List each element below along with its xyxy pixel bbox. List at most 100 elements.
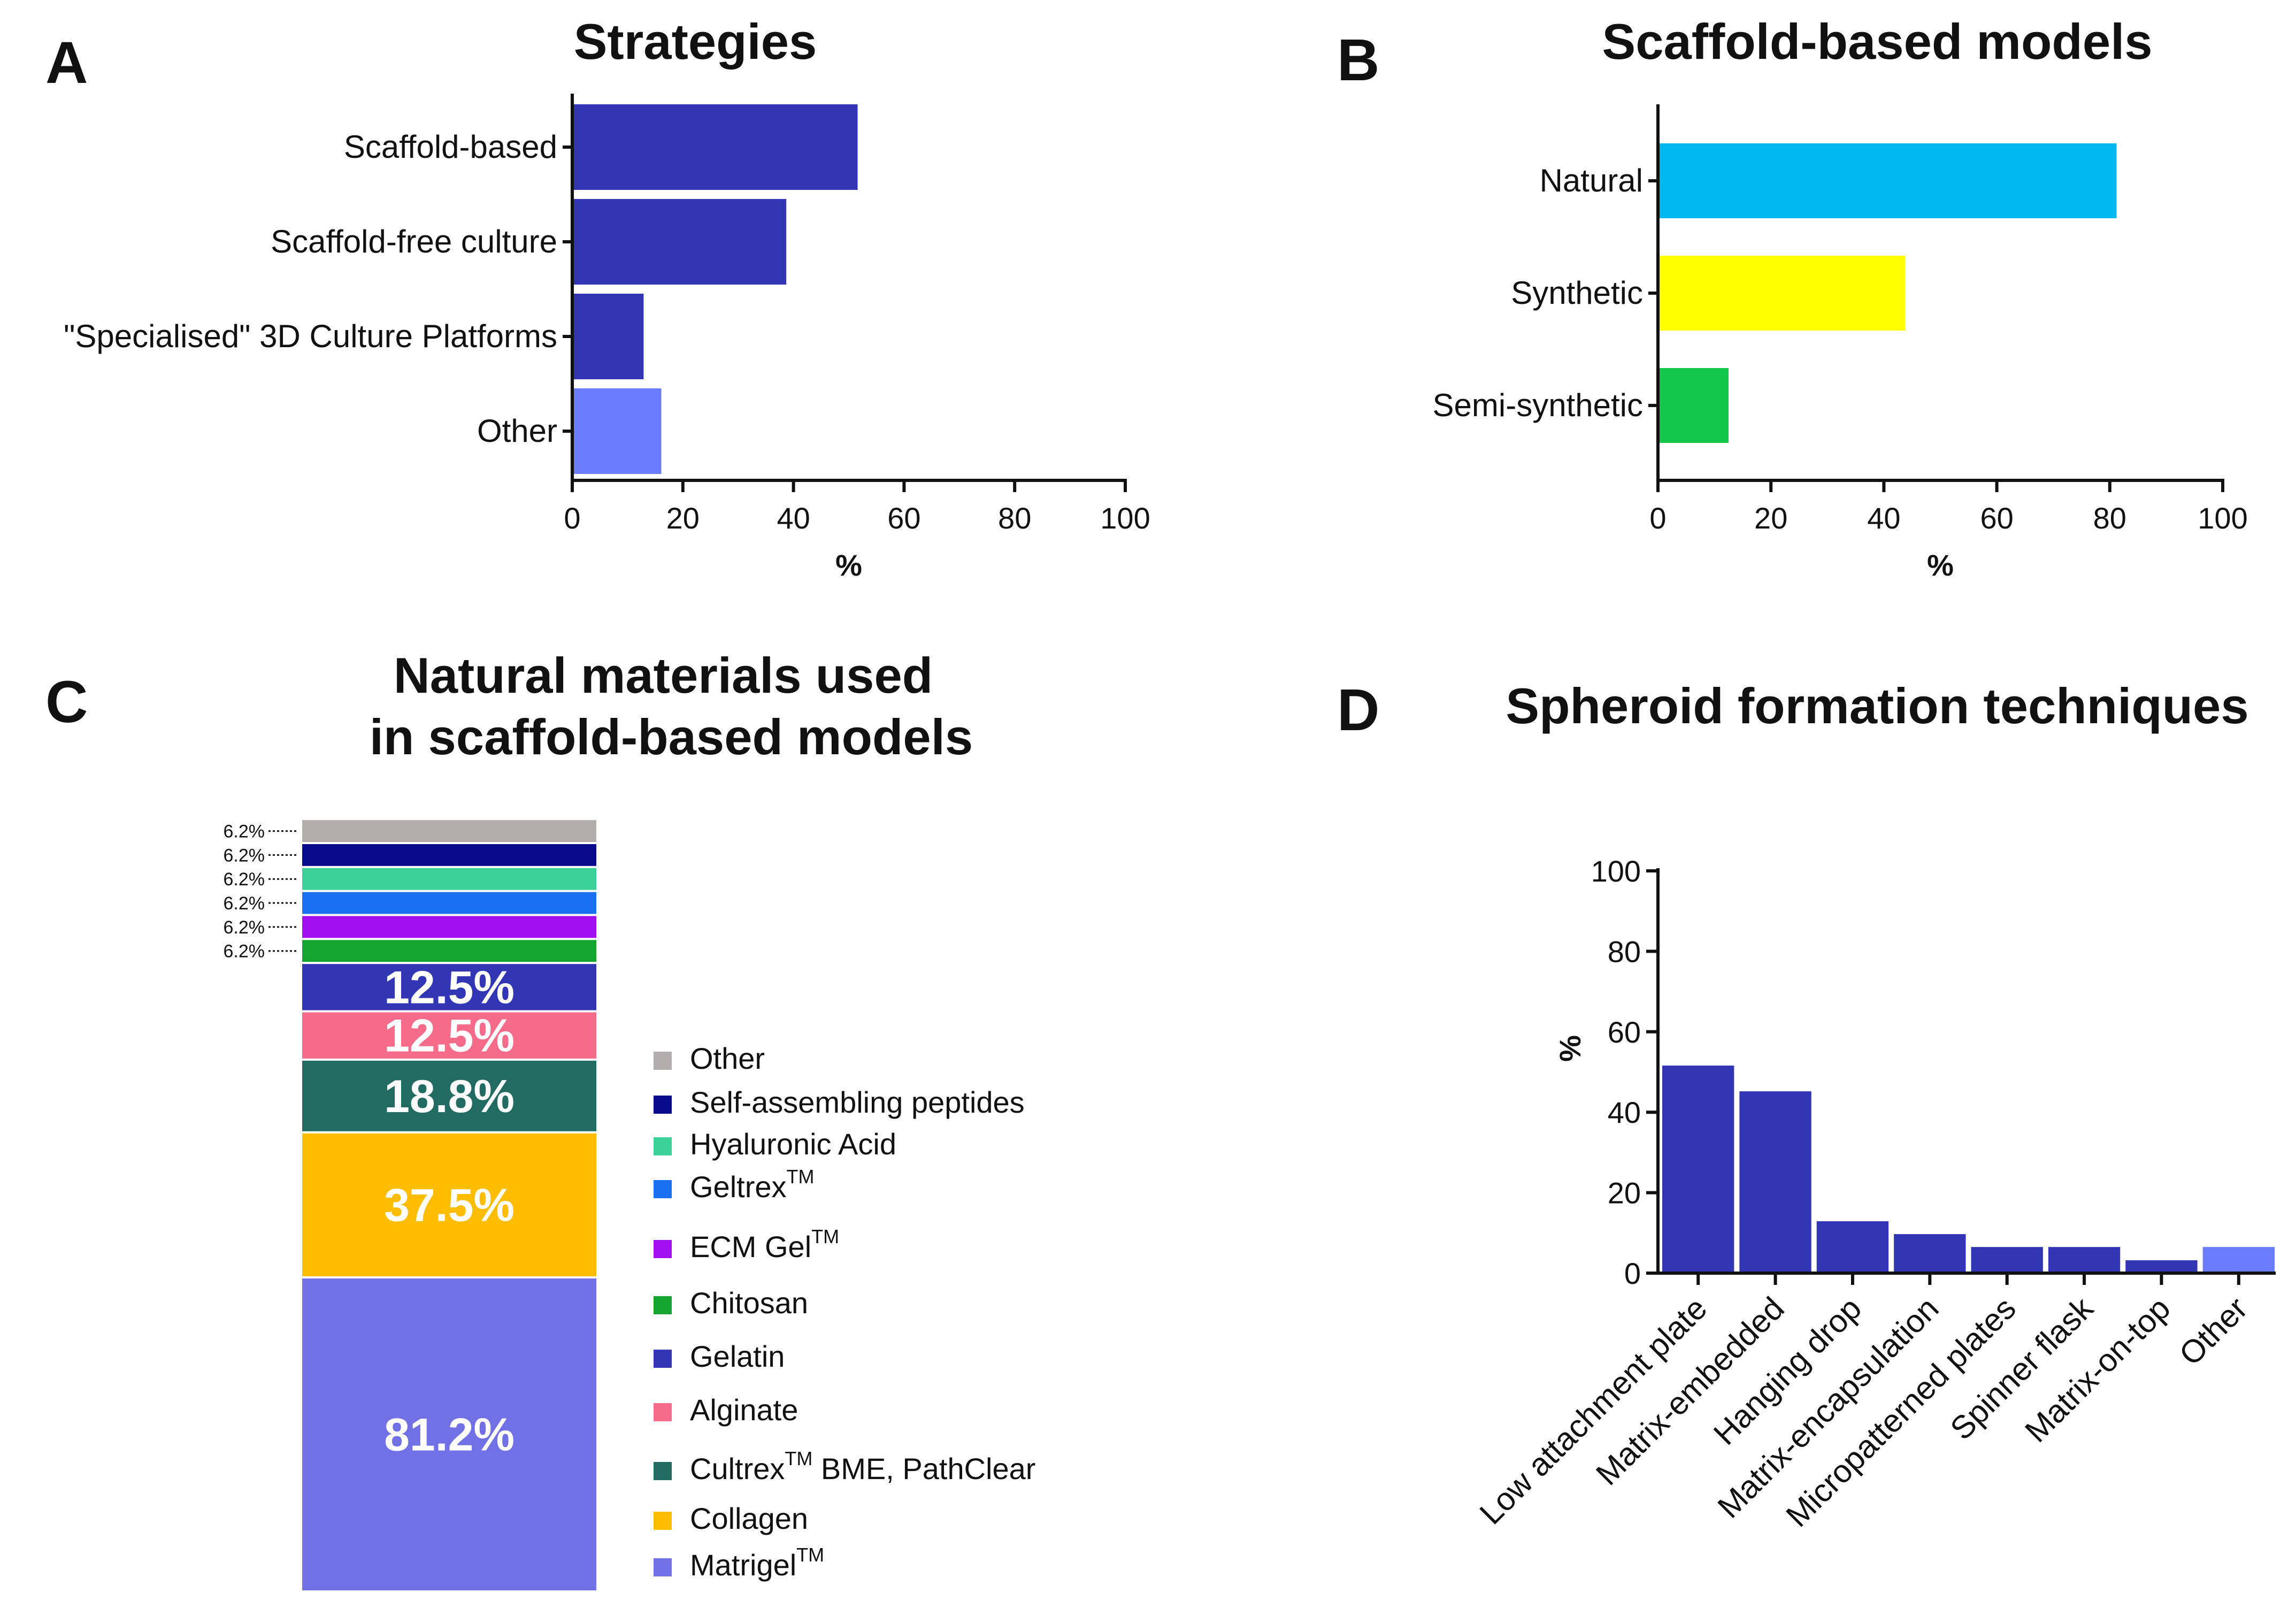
category-label: Natural (1540, 163, 1643, 198)
segment-value-label: 6.2% (224, 869, 265, 890)
legend-swatch (654, 1462, 672, 1480)
y-tick-label: 20 (1608, 1176, 1641, 1210)
segment-value-label: 18.8% (384, 1071, 515, 1122)
segment-4 (302, 1012, 596, 1059)
bar-3 (572, 294, 644, 379)
chart-title: Scaffold-based models (1602, 13, 2153, 70)
segment-value-label: 37.5% (384, 1180, 515, 1231)
legend-label: Other (690, 1042, 765, 1075)
x-tick-label: 80 (998, 501, 1031, 535)
bar-4 (572, 388, 662, 474)
chart-title: Strategies (574, 13, 817, 70)
category-label: Scaffold-based (344, 129, 557, 165)
category-label: Synthetic (1511, 275, 1643, 311)
segment-1 (302, 1278, 596, 1590)
segment-value-label: 81.2% (384, 1409, 515, 1460)
x-tick-label: 100 (2198, 501, 2247, 535)
category-label: "Specialised" 3D Culture Platforms (64, 318, 557, 354)
panel-letter-c: C (45, 669, 88, 735)
segment-value-label: 6.2% (224, 941, 265, 962)
legend-label: Hyaluronic Acid (690, 1127, 896, 1161)
legend-swatch (654, 1512, 672, 1530)
legend-label: ECM GelTM (690, 1226, 839, 1264)
x-tick-label: 40 (1867, 501, 1900, 535)
bar-2 (1658, 256, 1906, 331)
chart-title-line-2: in scaffold-based models (370, 709, 973, 765)
bar-3 (1816, 1221, 1889, 1273)
bar-1 (572, 104, 858, 190)
segment-value-label: 12.5% (384, 1010, 515, 1062)
segment-value-label: 6.2% (224, 822, 265, 842)
legend-label: Alginate (690, 1393, 798, 1427)
bar-2 (1739, 1091, 1811, 1273)
x-tick-label: 60 (1980, 501, 2013, 535)
segment-11 (302, 820, 596, 842)
bar-7 (2125, 1260, 2198, 1273)
x-tick-label: 0 (1649, 501, 1666, 535)
bar-3 (1658, 368, 1729, 443)
segment-value-label: 12.5% (384, 962, 515, 1013)
segment-value-label: 6.2% (224, 893, 265, 914)
segment-5 (302, 964, 596, 1010)
legend-swatch (654, 1052, 672, 1070)
segment-8 (302, 892, 596, 914)
y-tick-label: 60 (1608, 1015, 1641, 1049)
x-tick-label: 20 (1754, 501, 1787, 535)
legend-swatch (654, 1180, 672, 1198)
segment-2 (302, 1133, 596, 1276)
panel-b: B Scaffold-based modelsNaturalSyntheticS… (1337, 13, 2248, 582)
segment-6 (302, 940, 596, 962)
legend-swatch (654, 1558, 672, 1576)
x-axis-label: % (835, 548, 862, 582)
bar-8 (2202, 1247, 2275, 1273)
x-tick-label: 60 (887, 501, 920, 535)
y-tick-label: 80 (1608, 935, 1641, 968)
legend-swatch (654, 1096, 672, 1114)
x-tick-label: 20 (666, 501, 700, 535)
panel-c: C Natural materials used in scaffold-base… (45, 647, 1035, 1590)
y-axis-label: % (1553, 1035, 1587, 1062)
legend-label: Gelatin (690, 1339, 785, 1373)
y-tick-label: 0 (1624, 1257, 1641, 1290)
segment-7 (302, 916, 596, 938)
legend-swatch (654, 1350, 672, 1368)
y-tick-label: 100 (1591, 854, 1641, 888)
legend-label: CultrexTM BME, PathClear (690, 1448, 1035, 1486)
legend-label: Collagen (690, 1502, 808, 1535)
x-tick-label: 80 (2093, 501, 2126, 535)
legend-swatch (654, 1403, 672, 1421)
legend-label: MatrigelTM (690, 1544, 824, 1582)
bar-4 (1894, 1234, 1966, 1273)
x-axis-label: % (1927, 548, 1954, 582)
chart-title-line-1: Natural materials used (394, 647, 933, 703)
bar-1 (1662, 1065, 1734, 1273)
bar-5 (1971, 1247, 2043, 1273)
x-tick-label: Other (2172, 1290, 2254, 1372)
x-tick-label: 0 (564, 501, 580, 535)
x-tick-label: 40 (777, 501, 810, 535)
panel-a: A StrategiesScaffold-basedScaffold-free … (45, 13, 1150, 582)
legend-swatch (654, 1296, 672, 1314)
segment-9 (302, 868, 596, 890)
y-tick-label: 40 (1608, 1096, 1641, 1129)
panel-letter-b: B (1337, 27, 1379, 93)
segment-10 (302, 844, 596, 866)
x-tick-label: 100 (1100, 501, 1150, 535)
legend-label: GeltrexTM (690, 1166, 814, 1204)
legend-swatch (654, 1240, 672, 1258)
legend-swatch (654, 1137, 672, 1155)
legend-label: Self-assembling peptides (690, 1085, 1025, 1119)
legend-label: Chitosan (690, 1286, 808, 1320)
category-label: Scaffold-free culture (271, 224, 557, 259)
segment-value-label: 6.2% (224, 917, 265, 938)
segment-value-label: 6.2% (224, 845, 265, 866)
bar-6 (2048, 1247, 2121, 1273)
panel-letter-d: D (1337, 677, 1379, 743)
category-label: Other (477, 413, 557, 449)
panel-letter-a: A (45, 30, 88, 96)
chart-title: Spheroid formation techniques (1506, 678, 2248, 734)
bar-1 (1658, 143, 2117, 218)
category-label: Semi-synthetic (1433, 387, 1643, 423)
